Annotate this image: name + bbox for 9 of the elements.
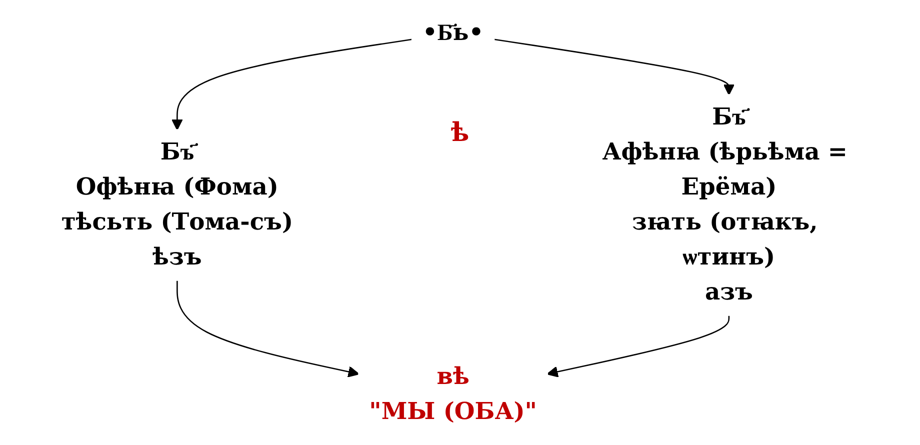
node-text: •Б҃ь• (422, 19, 484, 47)
node-text: Бъ҃ Афѣнꙗ (ѣрьѣма = Ерёма) зꙗть (отꙗкъ, ѡтинъ) азъ (602, 104, 848, 306)
arrow (176, 280, 360, 378)
letter-label: ѣ (450, 118, 470, 148)
node-text: Бъ҃ Офѣнꙗ (Фома) тѣсьть (Тома-съ) ѣзъ (61, 138, 294, 272)
arrow (171, 38, 412, 130)
arrow (494, 38, 735, 96)
node-text: вѣ "МЫ (ОБА)" (369, 363, 537, 426)
arrow (546, 315, 730, 378)
